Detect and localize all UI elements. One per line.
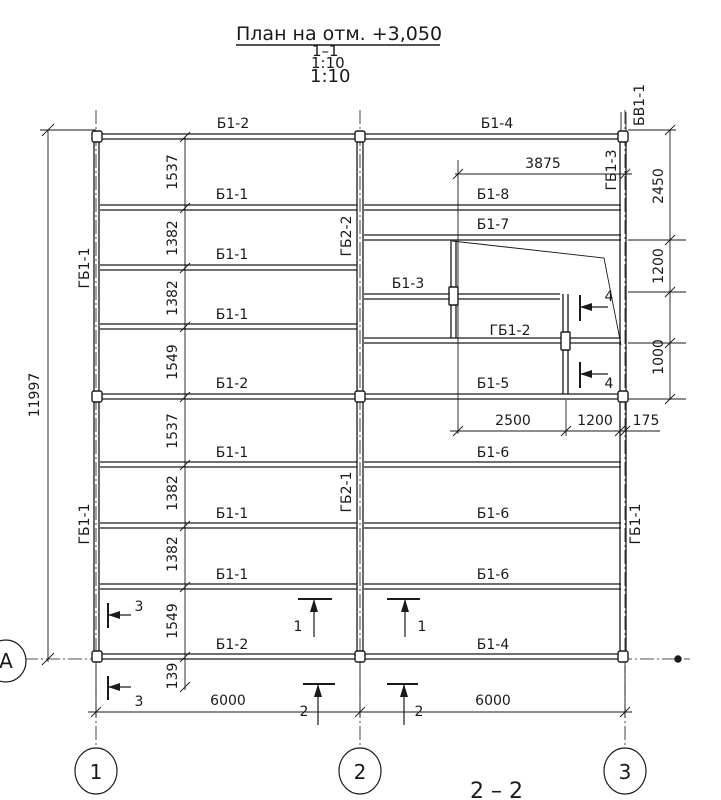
girder-label: ГБ1-1 [628, 503, 644, 544]
beam-label: Б1-2 [216, 376, 248, 392]
girder-label: ГБ1-1 [77, 247, 93, 288]
beam-label-bottom-right: Б1-4 [477, 637, 510, 653]
axis-label-a: А [0, 649, 13, 673]
dimension-label: 1382 [165, 475, 181, 511]
dimension-label: 6000 [210, 693, 246, 709]
dimension-label: 1549 [165, 344, 181, 380]
girder-label: ГБ2-1 [339, 471, 355, 512]
right-bay-beams [364, 133, 621, 660]
axis-labels: 1 2 3 А [0, 649, 631, 784]
dimension-label: 3875 [525, 156, 561, 172]
dimension-label: 139 [165, 663, 181, 690]
beam-labels: Б1-2 Б1-4 Б1-1 Б1-1 Б1-1 Б1-2 Б1-1 Б1-1 … [216, 116, 531, 653]
girder-labels: ГБ1-1 ГБ1-1 ГБ1-1 ГБ1-3 БВ1-1 ГБ2-2 ГБ2-… [77, 84, 648, 545]
girder-label: БВ1-1 [632, 84, 648, 126]
beam-label: Б1-1 [216, 445, 248, 461]
leader-lines [451, 112, 627, 346]
beam-label: Б1-6 [477, 506, 510, 522]
left-bay-beams [100, 133, 357, 660]
dimension-label: 175 [633, 413, 660, 429]
dimension-labels: 11997 1537 1382 1382 1549 1537 1382 1382… [27, 154, 667, 709]
dimension-label: 1549 [165, 603, 181, 639]
title-block: План на отм. +3,050 1–1 1:10 1:10 [236, 23, 442, 87]
section-numbers: 3 3 1 1 2 2 4 4 [135, 289, 614, 720]
axis-label-1: 1 [90, 760, 103, 784]
beam-label: Б1-1 [216, 567, 248, 583]
dimension-label: 11997 [27, 373, 43, 418]
dimension-label: 1200 [651, 248, 667, 284]
beam-label: Б1-3 [392, 276, 424, 292]
column-nodes [91, 130, 682, 663]
plan-scale: 1:10 [310, 66, 350, 87]
beam-label: Б1-1 [216, 506, 248, 522]
beam-label: Б1-6 [477, 567, 510, 583]
beam-label: Б1-1 [216, 187, 248, 203]
beam-label: Б1-5 [477, 376, 509, 392]
girder-label: ГБ1-3 [604, 149, 620, 190]
section-number: 3 [135, 694, 144, 710]
dimension-label: 1000 [651, 339, 667, 375]
girder-label: ГБ1-1 [77, 503, 93, 544]
beam-label: ГБ1-2 [489, 323, 530, 339]
beam-label: Б1-7 [477, 217, 509, 233]
section-number: 4 [605, 376, 614, 392]
dimension-lines [40, 123, 686, 718]
dimension-label: 1537 [165, 413, 181, 449]
dimension-label: 1200 [577, 413, 613, 429]
beam-label-top-left: Б1-2 [217, 116, 249, 132]
scale-overlap-a: 1–1 [312, 42, 339, 60]
scale-overlap-b: 1:10 [311, 54, 345, 72]
beam-label-bottom-left: Б1-2 [216, 637, 248, 653]
dimension-label: 1382 [165, 220, 181, 256]
axis-bubble-a [0, 639, 27, 683]
axis-bubble-2 [338, 747, 382, 795]
axis-bubbles [0, 639, 647, 795]
axis-label-2: 2 [354, 760, 367, 784]
beam-label: Б1-1 [216, 247, 248, 263]
dimension-label: 2450 [651, 168, 667, 204]
section-number: 1 [294, 619, 303, 635]
beam-label: Б1-1 [216, 307, 248, 323]
beam-label: Б1-8 [477, 187, 509, 203]
dimension-label: 6000 [475, 693, 511, 709]
dimension-label: 2500 [495, 413, 531, 429]
beam-label: Б1-6 [477, 445, 510, 461]
axis-bubble-1 [74, 747, 118, 795]
section-number: 4 [605, 289, 614, 305]
beam-label-top-right: Б1-4 [481, 116, 514, 132]
dimension-label: 1537 [165, 154, 181, 190]
dimension-label: 1382 [165, 536, 181, 572]
girder-label: ГБ2-2 [339, 215, 355, 256]
plan-title: План на отм. +3,050 [236, 23, 442, 45]
axis-bubble-3 [603, 747, 647, 795]
section-number: 3 [135, 599, 144, 615]
dimension-label: 1382 [165, 280, 181, 316]
axis-label-3: 3 [619, 760, 632, 784]
section-number: 2 [415, 704, 424, 720]
section-markers [107, 295, 608, 725]
section-number: 2 [300, 704, 309, 720]
section-label: 2 – 2 [470, 779, 523, 800]
section-number: 1 [418, 619, 427, 635]
